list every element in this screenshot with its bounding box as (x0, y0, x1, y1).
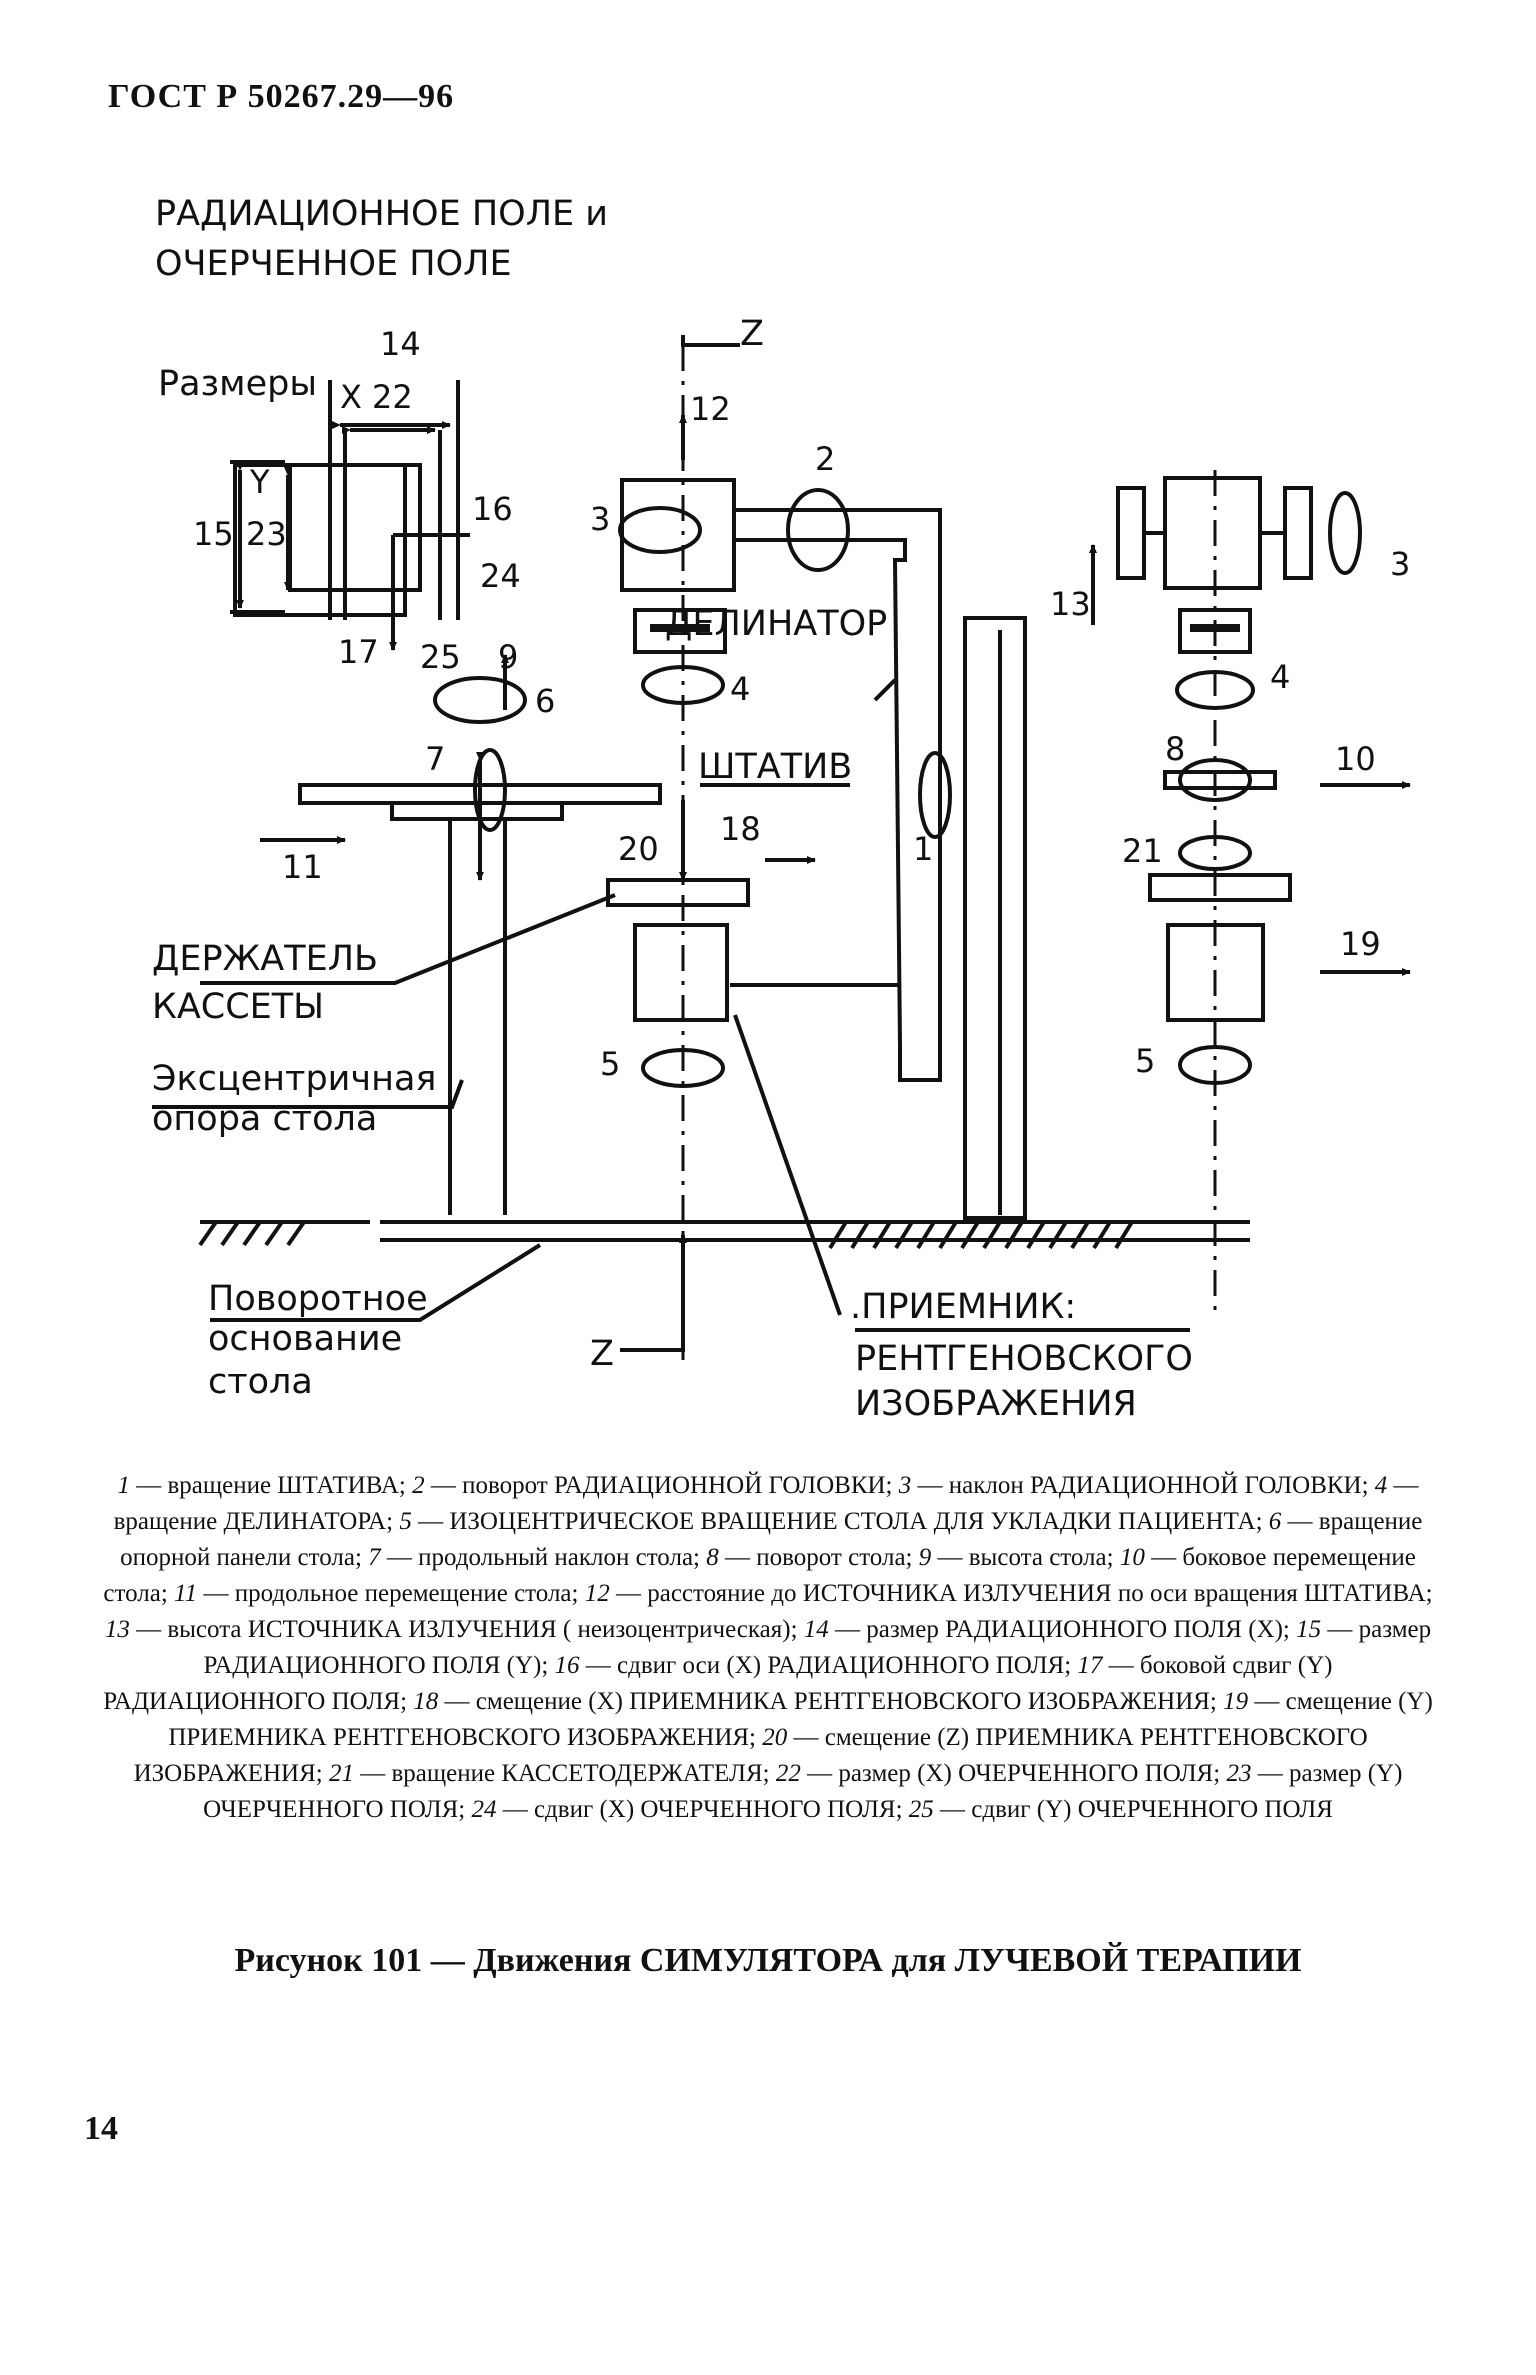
label-23: 23 (246, 515, 287, 553)
eccentric-label-1: Эксцентричная (152, 1059, 436, 1099)
legend-item: 21 — вращение КАССЕТОДЕРЖАТЕЛЯ; (328, 1760, 770, 1787)
label-12: 12 (690, 390, 731, 428)
legend-item: 24 — сдвиг (X) ОЧЕРЧЕННОГО ПОЛЯ; (471, 1796, 903, 1823)
receiver-label-2: РЕНТГЕНОВСКОГО (855, 1339, 1193, 1379)
legend-item: 15 — размер РАДИАЦИОННОГО ПОЛЯ (Y); (203, 1616, 1432, 1679)
legend-item: 6 — вращение опорной панели стола; (120, 1508, 1423, 1571)
legend-item: 8 — поворот стола; (706, 1544, 913, 1571)
delineator-box (633, 608, 727, 654)
label-2: 2 (815, 440, 835, 478)
rotary-base-label-2: основание (208, 1319, 402, 1359)
field-rect-inner (288, 463, 422, 592)
cassette-holder-label-2: КАССЕТЫ (152, 987, 324, 1027)
label-14: 14 (380, 325, 421, 363)
legend-item: 20 — смещение (Z) ПРИЕМНИКА РЕНТГЕНОВСКО… (133, 1724, 1368, 1787)
legend-item: 18 — смещение (X) ПРИЕМНИКА РЕНТГЕНОВСКО… (413, 1688, 1217, 1715)
label-4b: 4 (1270, 658, 1290, 696)
label-16: 16 (472, 490, 513, 528)
label-19: 19 (1340, 925, 1381, 963)
label-9: 9 (498, 638, 518, 676)
label-13: 13 (1050, 585, 1091, 623)
delineator-label: ДЕЛИНАТОР (665, 604, 887, 644)
label-22: 22 (372, 378, 413, 416)
axis-z-bottom: Z (590, 1334, 614, 1374)
legend-item: 5 — ИЗОЦЕНТРИЧЕСКОЕ ВРАЩЕНИЕ СТОЛА ДЛЯ У… (399, 1508, 1263, 1535)
legend-item: 7 — продольный наклон стола; (368, 1544, 700, 1571)
receiver-label-3: ИЗОБРАЖЕНИЯ (855, 1384, 1137, 1424)
field-title-line2: ОЧЕРЧЕННОЕ ПОЛЕ (155, 244, 512, 284)
label-24: 24 (480, 557, 521, 595)
axis-x-label: X (340, 378, 362, 416)
legend-item: 10 — боковое перемещение стола; (103, 1544, 1416, 1607)
legend-item: 17 — боковой сдвиг (Y) РАДИАЦИОННОГО ПОЛ… (103, 1652, 1333, 1715)
label-5b: 5 (1135, 1042, 1155, 1080)
legend-item: 23 — размер (Y) ОЧЕРЧЕННОГО ПОЛЯ; (203, 1760, 1403, 1823)
label-11: 11 (282, 848, 323, 886)
legend-item: 14 — размер РАДИАЦИОННОГО ПОЛЯ (X); (803, 1616, 1290, 1643)
sizes-label: Размеры (158, 364, 317, 404)
figure-title: Рисунок 101 — Движения СИМУЛЯТОРА для ЛУ… (234, 1942, 1302, 1979)
cassette-holder-label-1: ДЕРЖАТЕЛЬ (152, 939, 378, 979)
legend-item: 12 — расстояние до ИСТОЧНИКА ИЗЛУЧЕНИЯ п… (584, 1580, 1433, 1607)
axis-y-label: Y (249, 463, 270, 501)
label-15: 15 (193, 515, 234, 553)
legend-item: 13 — высота ИСТОЧНИКА ИЗЛУЧЕНИЯ ( неизоц… (104, 1616, 798, 1643)
radiation-head (620, 478, 736, 592)
field-title-line1: РАДИАЦИОННОЕ ПОЛЕ и (155, 194, 608, 234)
label-5: 5 (600, 1045, 620, 1083)
legend-item: 1 — вращение ШТАТИВА; (117, 1472, 406, 1499)
legend-item: 16 — сдвиг оси (X) РАДИАЦИОННОГО ПОЛЯ; (554, 1652, 1072, 1679)
label-7: 7 (425, 740, 445, 778)
legend-item: 3 — наклон РАДИАЦИОННОЙ ГОЛОВКИ; (898, 1472, 1369, 1499)
label-17: 17 (338, 633, 379, 671)
simulator-diagram: РАДИАЦИОННОЕ ПОЛЕ и ОЧЕРЧЕННОЕ ПОЛЕ Разм… (152, 194, 1411, 1424)
legend-item: 22 — размер (X) ОЧЕРЧЕННОГО ПОЛЯ; (775, 1760, 1221, 1787)
label-18: 18 (720, 810, 761, 848)
page-number: 14 (84, 2110, 118, 2147)
image-receiver-box (633, 923, 729, 1022)
rotary-base-label-3: стола (208, 1362, 313, 1402)
legend-item: 2 — поворот РАДИАЦИОННОЙ ГОЛОВКИ; (412, 1472, 893, 1499)
axis-z-top: Z (740, 314, 764, 354)
document-header: ГОСТ Р 50267.29—96 (108, 78, 455, 115)
legend-item: 11 — продольное перемещение стола; (174, 1580, 579, 1607)
label-8: 8 (1165, 730, 1185, 768)
legend-item: 25 — сдвиг (Y) ОЧЕРЧЕННОГО ПОЛЯ (908, 1796, 1333, 1823)
cassette-holder (606, 878, 750, 907)
label-21: 21 (1122, 832, 1163, 870)
label-6: 6 (535, 682, 555, 720)
legend-item: 9 — высота стола; (918, 1544, 1114, 1571)
label-4: 4 (730, 670, 750, 708)
label-10: 10 (1335, 740, 1376, 778)
figure-legend: 1 — вращение ШТАТИВА; 2 — поворот РАДИАЦ… (90, 1468, 1446, 1828)
label-25: 25 (420, 638, 461, 676)
label-20: 20 (618, 830, 659, 868)
rotary-base-label-1: Поворотное (208, 1279, 428, 1319)
eccentric-label-2: опора стола (152, 1099, 377, 1139)
stand-label: ШТАТИВ (698, 747, 852, 787)
legend-item: 19 — смещение (Y) ПРИЕМНИКА РЕНТГЕНОВСКО… (168, 1688, 1433, 1751)
label-1: 1 (913, 830, 933, 868)
label-3: 3 (590, 500, 610, 538)
legend-item: 4 — вращение ДЕЛИНАТОРА; (113, 1472, 1419, 1535)
label-3b: 3 (1390, 545, 1410, 583)
receiver-label-1: .ПРИЕМНИК: (850, 1287, 1076, 1327)
